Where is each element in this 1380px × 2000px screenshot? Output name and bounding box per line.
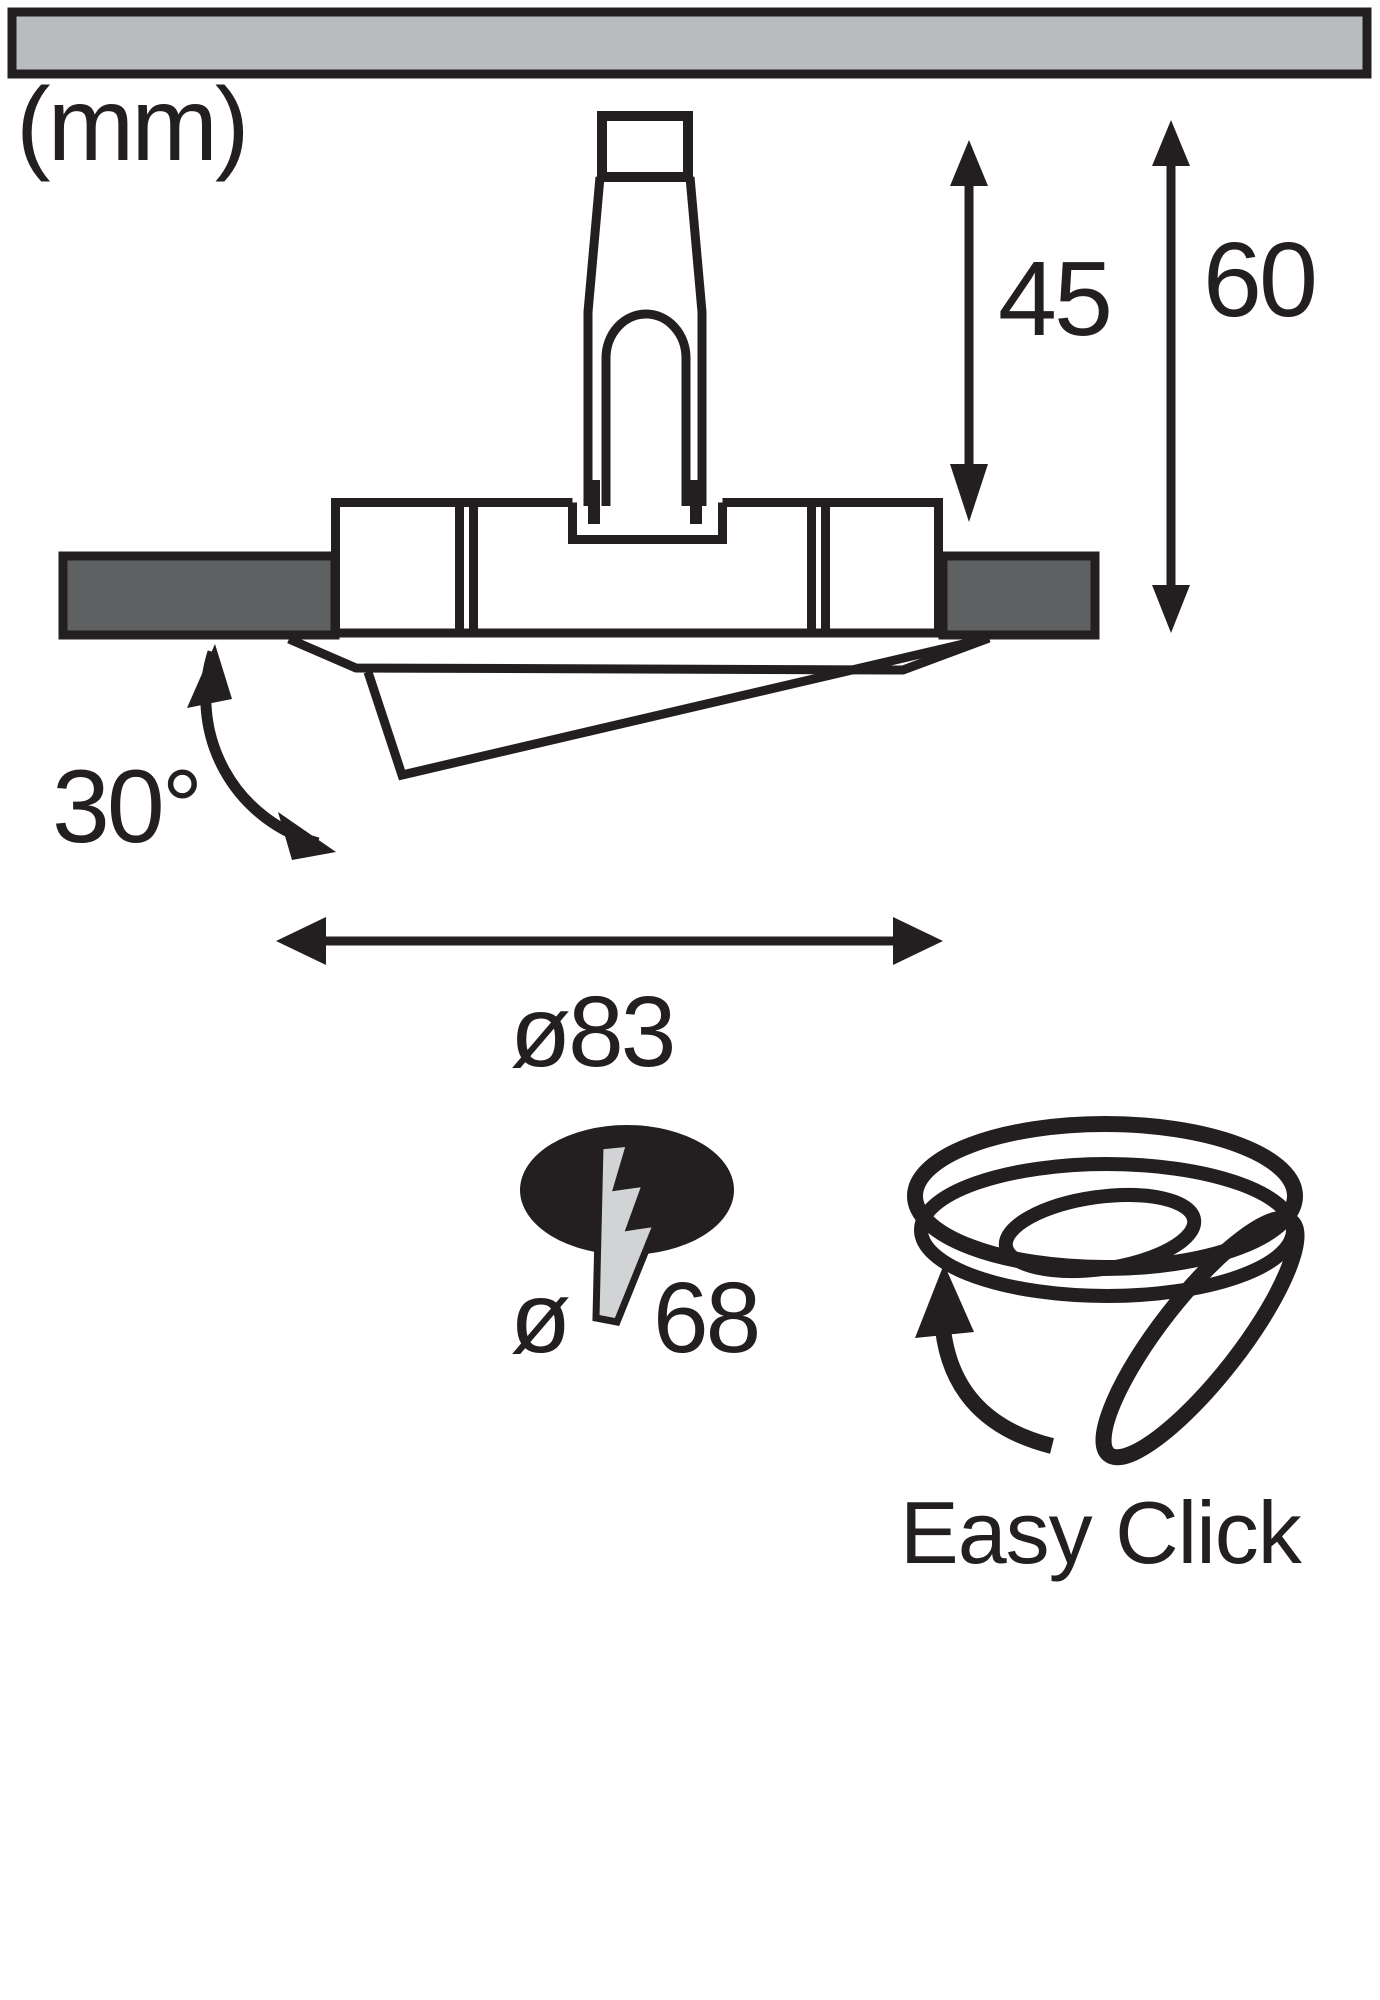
dim-60-arrow-down-icon	[1152, 585, 1190, 633]
housing-divider-right	[807, 507, 830, 629]
angle-30-label: 30°	[52, 749, 200, 865]
dim-83-arrow-left-icon	[276, 917, 326, 965]
dim-83-arrow-right-icon	[893, 917, 943, 965]
ring-inner-coil	[998, 1187, 1202, 1279]
fixture-housing	[331, 498, 943, 638]
ceiling-cutaway-right	[938, 551, 1100, 640]
cutout-symbol: ø 68	[510, 1125, 761, 1374]
ring-second-coil	[914, 1157, 1300, 1303]
dim-45: 45	[950, 140, 1113, 522]
angle-30-arrow-down-icon	[278, 812, 336, 860]
ceiling-panel	[7, 7, 1372, 79]
housing-left-top	[331, 498, 573, 637]
dim-45-arrow-up-icon	[950, 140, 988, 186]
ceiling-cutaway-left	[58, 551, 340, 640]
tilted-bezel	[287, 633, 991, 781]
connector-box	[597, 111, 693, 182]
housing-lamp-cavity	[568, 502, 727, 544]
contact-pin-left	[588, 480, 600, 524]
unit-label: (mm)	[16, 67, 247, 183]
mains-connector	[583, 111, 707, 524]
cable-loop	[601, 309, 691, 506]
easy-click-ring-icon	[907, 1116, 1305, 1466]
dim-45-arrow-down-icon	[950, 464, 988, 522]
dim-60-arrow-up-icon	[1152, 120, 1190, 166]
housing-divider-left	[455, 507, 478, 629]
dim-60-label: 60	[1203, 221, 1315, 339]
bezel-outline	[363, 633, 991, 781]
angle-30: 30°	[52, 644, 336, 865]
dim-83-label: ø83	[510, 976, 673, 1088]
connector-neck-right	[685, 176, 707, 506]
cutout-dia-symbol: ø	[510, 1262, 569, 1374]
contact-pin-right	[690, 480, 702, 524]
dim-45-label: 45	[998, 240, 1110, 358]
rotate-arrow-head-icon	[915, 1264, 974, 1338]
bezel-top-rim	[287, 633, 991, 675]
rotate-arrow-icon	[934, 1317, 1054, 1454]
angle-30-arrow-up-icon	[187, 644, 232, 708]
lightning-bolt-icon	[592, 1138, 663, 1326]
cutout-value-label: 68	[653, 1262, 758, 1374]
dim-83: ø83	[276, 917, 943, 1088]
connector-neck-left	[583, 176, 605, 506]
easy-click-label: Easy Click	[900, 1483, 1303, 1582]
housing-right-top	[722, 498, 943, 637]
dim-60: 60	[1152, 120, 1318, 633]
ring-side-clip	[1095, 1210, 1305, 1466]
